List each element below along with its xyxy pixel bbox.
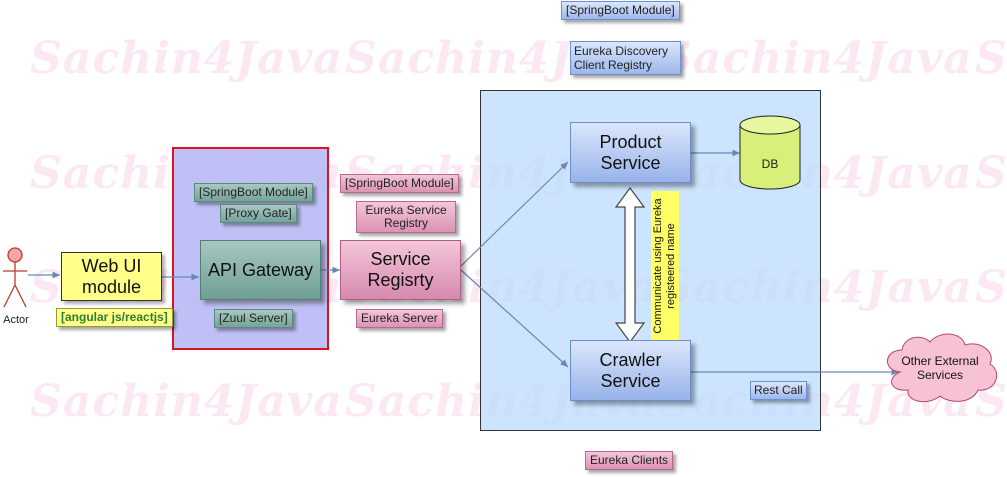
db-label: DB [761,157,779,171]
communicate-note: Communicate using Eureka registeered nam… [651,191,679,341]
web-ui-module[interactable]: Web UI module [61,252,162,301]
registry-eureka-service-tag: Eureka Service Registry [356,201,456,233]
external-services-label: Other External Services [896,354,984,382]
gateway-springboot-tag: [SpringBoot Module] [194,183,313,202]
actor-label: Actor [3,314,29,326]
rest-call-tag: Rest Call [750,381,807,400]
registry-eureka-server-tag: Eureka Server [356,309,443,328]
external-services-cloud [887,333,998,403]
crawler-service-node[interactable]: Crawler Service [570,340,691,401]
eureka-clients-tag: Eureka Clients [585,451,674,470]
communicate-note-text: Communicate using Eureka registeered nam… [652,198,677,334]
product-service-node[interactable]: Product Service [570,122,691,183]
bidirectional-arrow [614,186,646,344]
api-gateway-title: API Gateway [207,259,314,280]
top-springboot-tag: [SpringBoot Module] [561,1,680,20]
actor-icon [3,247,27,308]
crawler-service-title: Crawler Service [599,349,662,391]
registry-springboot-tag: [SpringBoot Module] [340,174,459,193]
eureka-discovery-tag: Eureka Discovery Client Registry [570,41,681,75]
arrow-registry-to-crawler [460,269,569,368]
web-ui-title: Web UI module [81,255,142,297]
arrow-registry-to-product [460,161,569,267]
registry-eureka-service-label: Eureka Service Registry [365,203,447,230]
eureka-discovery-label: Eureka Discovery Client Registry [574,44,669,72]
gateway-proxy-tag: [Proxy Gate] [220,204,297,223]
external-services-text: Other External Services [901,354,979,382]
db-cylinder [739,115,801,190]
service-registry-node[interactable]: Service Regisrty [340,240,461,300]
api-gateway-node[interactable]: API Gateway [200,240,321,300]
product-service-title: Product Service [599,131,662,173]
gateway-zuul-tag: [Zuul Server] [214,309,293,328]
service-registry-title: Service Regisrty [367,249,434,290]
web-ui-tech-tag: [angular js/reactjs] [56,308,173,327]
